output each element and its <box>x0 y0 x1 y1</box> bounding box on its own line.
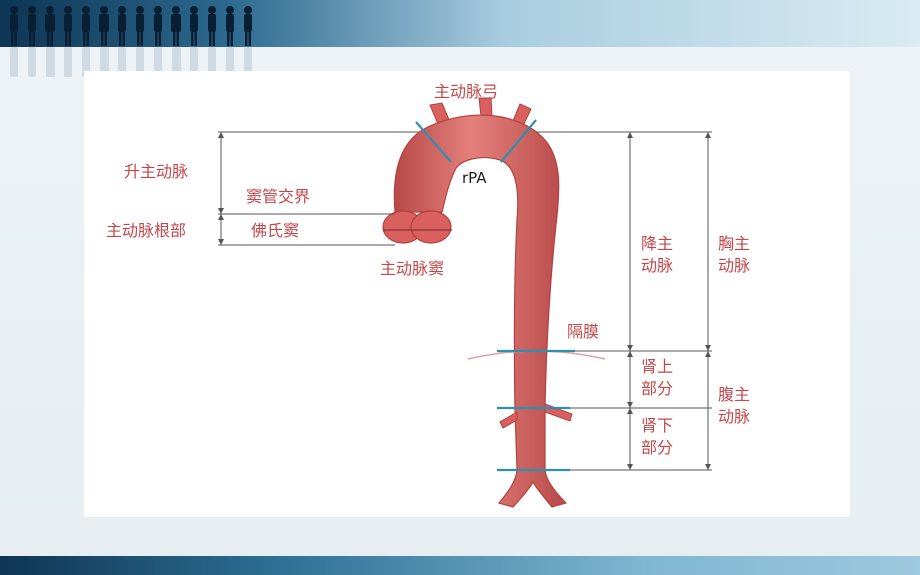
label-sinus-of-valsalva: 佛氏窦 <box>251 221 300 240</box>
people-silhouettes-icon <box>10 6 252 46</box>
label-rpa: rPA <box>462 169 487 187</box>
renal-branches <box>499 403 573 429</box>
label-abdominal-aorta: 腹主 动脉 <box>718 385 751 426</box>
right-arrowheads <box>627 132 711 470</box>
label-infrarenal: 肾下 部分 <box>641 416 674 457</box>
label-ascending-aorta: 升主动脉 <box>124 162 189 181</box>
segment-markers <box>415 119 575 472</box>
right-brackets <box>536 131 712 471</box>
label-diaphragm: 隔膜 <box>567 322 600 341</box>
label-aortic-sinus: 主动脉窦 <box>380 259 445 278</box>
label-suprarenal: 肾上 部分 <box>641 357 674 398</box>
label-thoracic-aorta: 胸主 动脉 <box>718 234 751 275</box>
left-brackets <box>218 131 418 246</box>
label-descending-aorta: 降主 动脉 <box>641 234 674 275</box>
label-aortic-arch: 主动脉弓 <box>434 82 499 101</box>
aortic-root-sinus <box>382 210 452 244</box>
left-arrowheads <box>218 132 224 245</box>
label-aortic-root: 主动脉根部 <box>106 221 187 240</box>
label-sinotubular-junction: 窦管交界 <box>246 187 311 206</box>
